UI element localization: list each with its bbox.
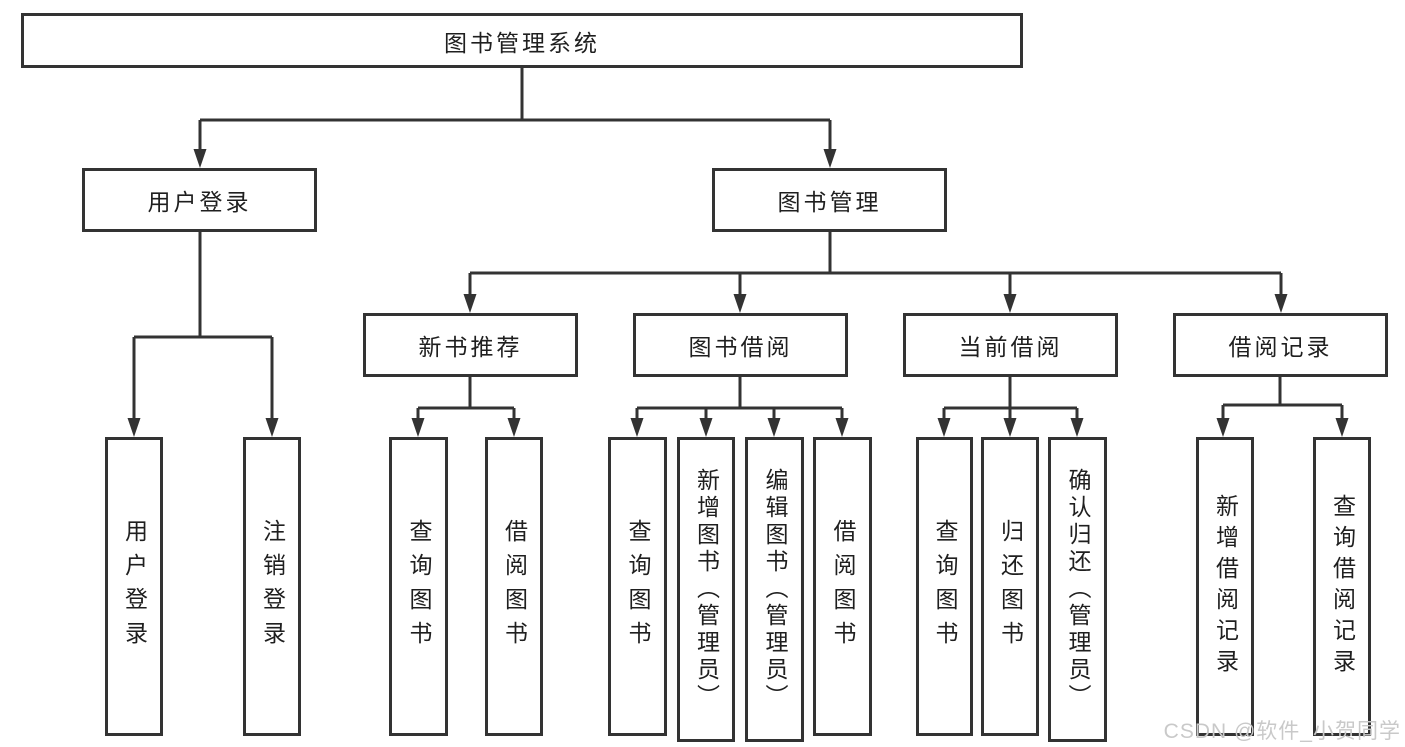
current-query-books-node: 查询图书: [916, 437, 973, 736]
node-label: 查询借阅记录: [1329, 493, 1356, 680]
system-root-node: 图书管理系统: [21, 13, 1023, 68]
node-label: 查询图书: [625, 518, 651, 655]
logout-leaf-node: 注销登录: [243, 437, 301, 736]
record-query-record-node: 查询借阅记录: [1313, 437, 1371, 736]
recommend-borrow-books-node: 借阅图书: [485, 437, 543, 736]
node-label: 图书借阅: [688, 334, 793, 360]
node-label: 图书管理系统: [444, 29, 600, 56]
node-label: 新增图书（管理员）: [693, 468, 720, 711]
book-borrow-node: 图书借阅: [633, 313, 848, 377]
current-return-books-node: 归还图书: [981, 437, 1039, 736]
node-label: 查询图书: [932, 518, 958, 655]
recommend-query-books-node: 查询图书: [389, 437, 448, 736]
node-label: 借阅图书: [501, 518, 528, 655]
new-book-recommend-node: 新书推荐: [363, 313, 578, 377]
borrow-query-books-node: 查询图书: [608, 437, 667, 736]
node-label: 用户登录: [121, 518, 148, 655]
node-label: 借阅图书: [830, 518, 856, 655]
record-add-record-node: 新增借阅记录: [1196, 437, 1254, 736]
node-label: 编辑图书（管理员）: [762, 468, 788, 711]
node-label: 归还图书: [997, 518, 1024, 655]
user-login-leaf-node: 用户登录: [105, 437, 163, 736]
node-label: 当前借阅: [958, 334, 1063, 360]
book-management-module-node: 图书管理: [712, 168, 947, 232]
node-label: 用户登录: [147, 189, 252, 215]
connector-path: [132, 68, 1344, 419]
borrow-borrow-books-node: 借阅图书: [813, 437, 872, 736]
borrow-add-books-admin-node: 新增图书（管理员）: [677, 437, 735, 742]
current-borrow-node: 当前借阅: [903, 313, 1118, 377]
node-label: 图书管理: [777, 189, 882, 215]
node-label: 注销登录: [259, 518, 286, 655]
node-label: 新增借阅记录: [1212, 493, 1239, 680]
node-label: 新书推荐: [418, 334, 523, 360]
node-label: 确认归还（管理员）: [1065, 468, 1091, 711]
current-confirm-return-admin-node: 确认归还（管理员）: [1048, 437, 1107, 742]
user-login-module-node: 用户登录: [82, 168, 317, 232]
csdn-watermark: CSDN @软件_小贺同学: [1163, 720, 1401, 743]
borrow-edit-books-admin-node: 编辑图书（管理员）: [745, 437, 804, 742]
borrow-record-node: 借阅记录: [1173, 313, 1388, 377]
node-label: 借阅记录: [1228, 334, 1333, 360]
node-label: 查询图书: [406, 518, 432, 655]
